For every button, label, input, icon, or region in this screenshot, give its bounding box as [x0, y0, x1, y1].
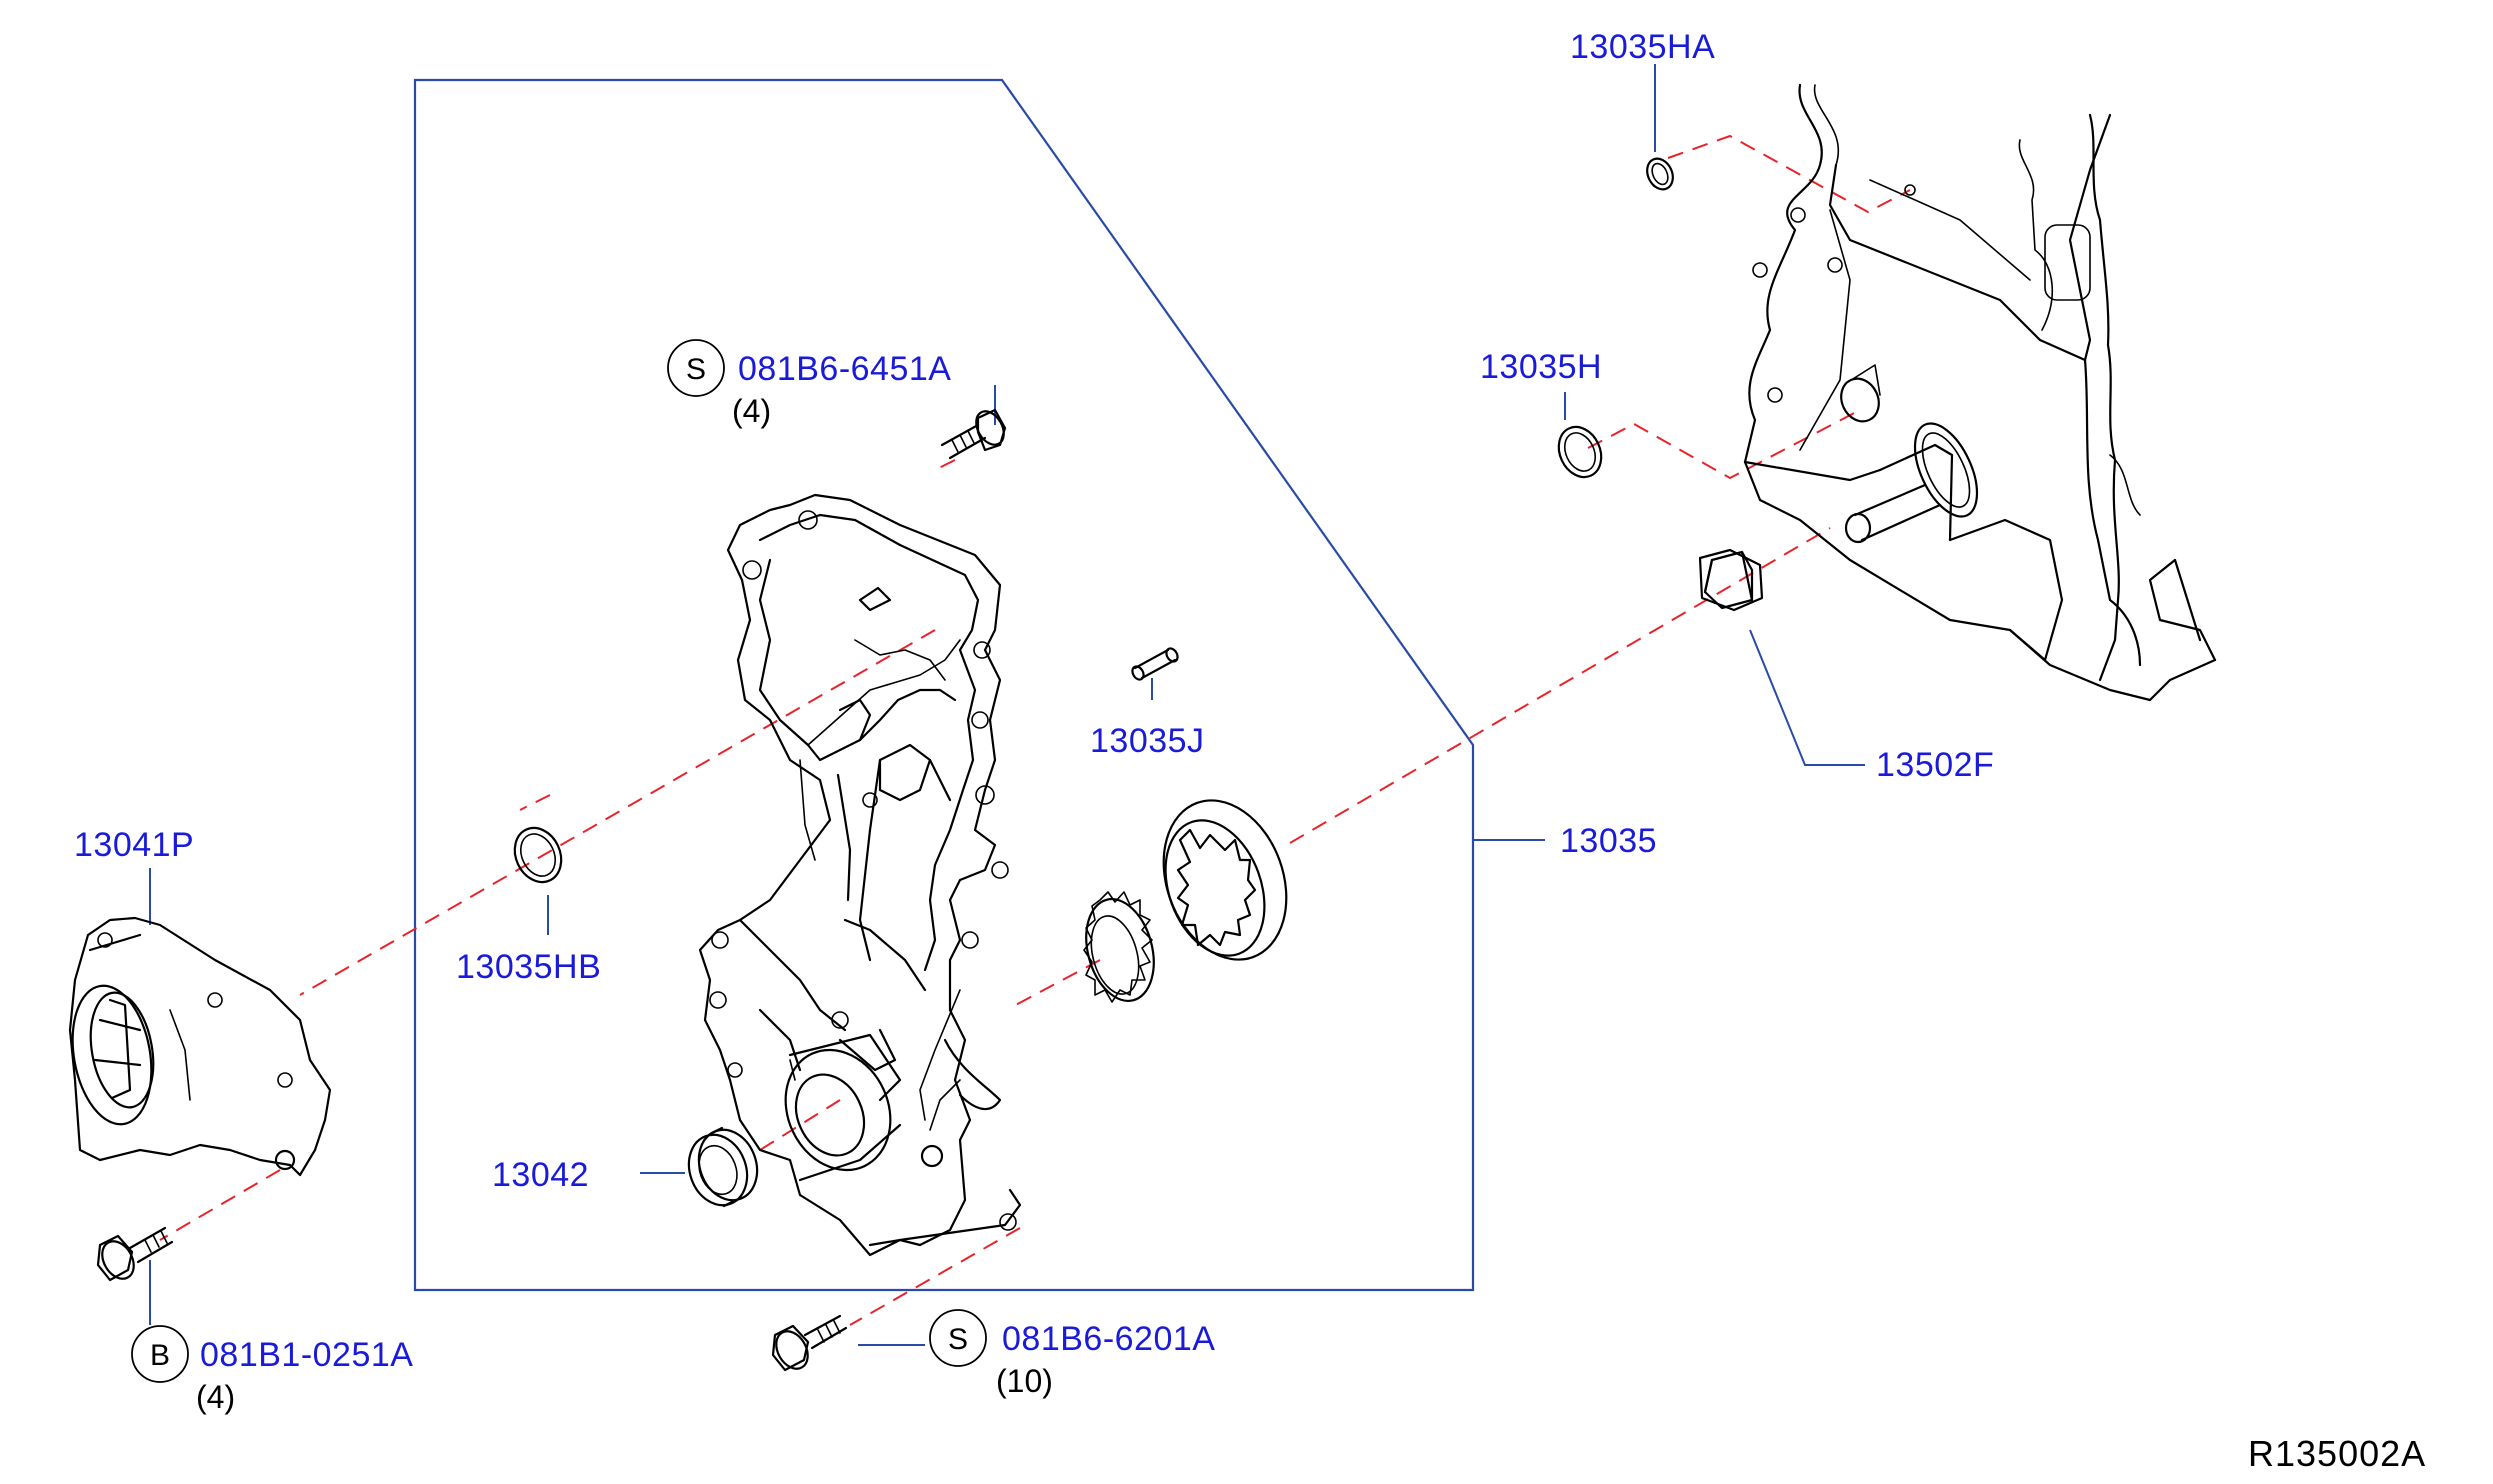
diagram-reference: R135002A [2248, 1433, 2426, 1474]
label-13035J[interactable]: 13035J [1090, 722, 1205, 760]
cover-13041P [68, 916, 332, 1177]
dowel-pin-13035J [1131, 647, 1179, 681]
label-081B1-0251A[interactable]: 081B1-0251A [200, 1336, 413, 1374]
timing-cover-13035 [698, 493, 1022, 1257]
engine-block [1743, 83, 2217, 702]
oil-pump-inner-gear [1083, 891, 1155, 1003]
badge-circle-s-top [667, 339, 725, 397]
label-13035H[interactable]: 13035H [1480, 348, 1602, 386]
label-13035HA[interactable]: 13035HA [1570, 28, 1715, 66]
oil-seal-13042 [687, 1126, 759, 1208]
label-13502F[interactable]: 13502F [1876, 746, 1994, 784]
assembly-frame [413, 78, 1475, 1292]
bolt-081B6-6451A [940, 408, 1007, 460]
badge-b: B [150, 1339, 170, 1372]
o-ring-13035HA [1646, 157, 1674, 191]
bolt-081B6-6201A [771, 1314, 848, 1372]
leader-lines [149, 64, 1865, 1346]
badge-circle-s-bottom [929, 1309, 987, 1367]
oil-pump-outer-rotor [1162, 799, 1288, 961]
qty-081B1-0251A: (4) [196, 1379, 235, 1415]
label-13041P[interactable]: 13041P [74, 826, 194, 864]
assembly-dashed-lines [159, 134, 1911, 1326]
hex-nut-13502F [1698, 548, 1764, 612]
label-13042[interactable]: 13042 [492, 1156, 589, 1194]
label-081B6-6451A[interactable]: 081B6-6451A [738, 350, 951, 388]
badge-s-bottom: S [948, 1323, 968, 1356]
qty-081B6-6201A: (10) [996, 1363, 1053, 1399]
o-ring-13035H [1557, 425, 1603, 479]
label-13035HB[interactable]: 13035HB [456, 948, 601, 986]
o-ring-13035HB [513, 826, 563, 884]
qty-081B6-6451A: (4) [732, 393, 771, 429]
badge-circle-b [131, 1325, 189, 1383]
label-13035[interactable]: 13035 [1560, 822, 1657, 860]
badge-s-top: S [686, 353, 706, 386]
label-081B6-6201A[interactable]: 081B6-6201A [1002, 1320, 1215, 1358]
bolt-081B1-0251A [96, 1226, 174, 1282]
